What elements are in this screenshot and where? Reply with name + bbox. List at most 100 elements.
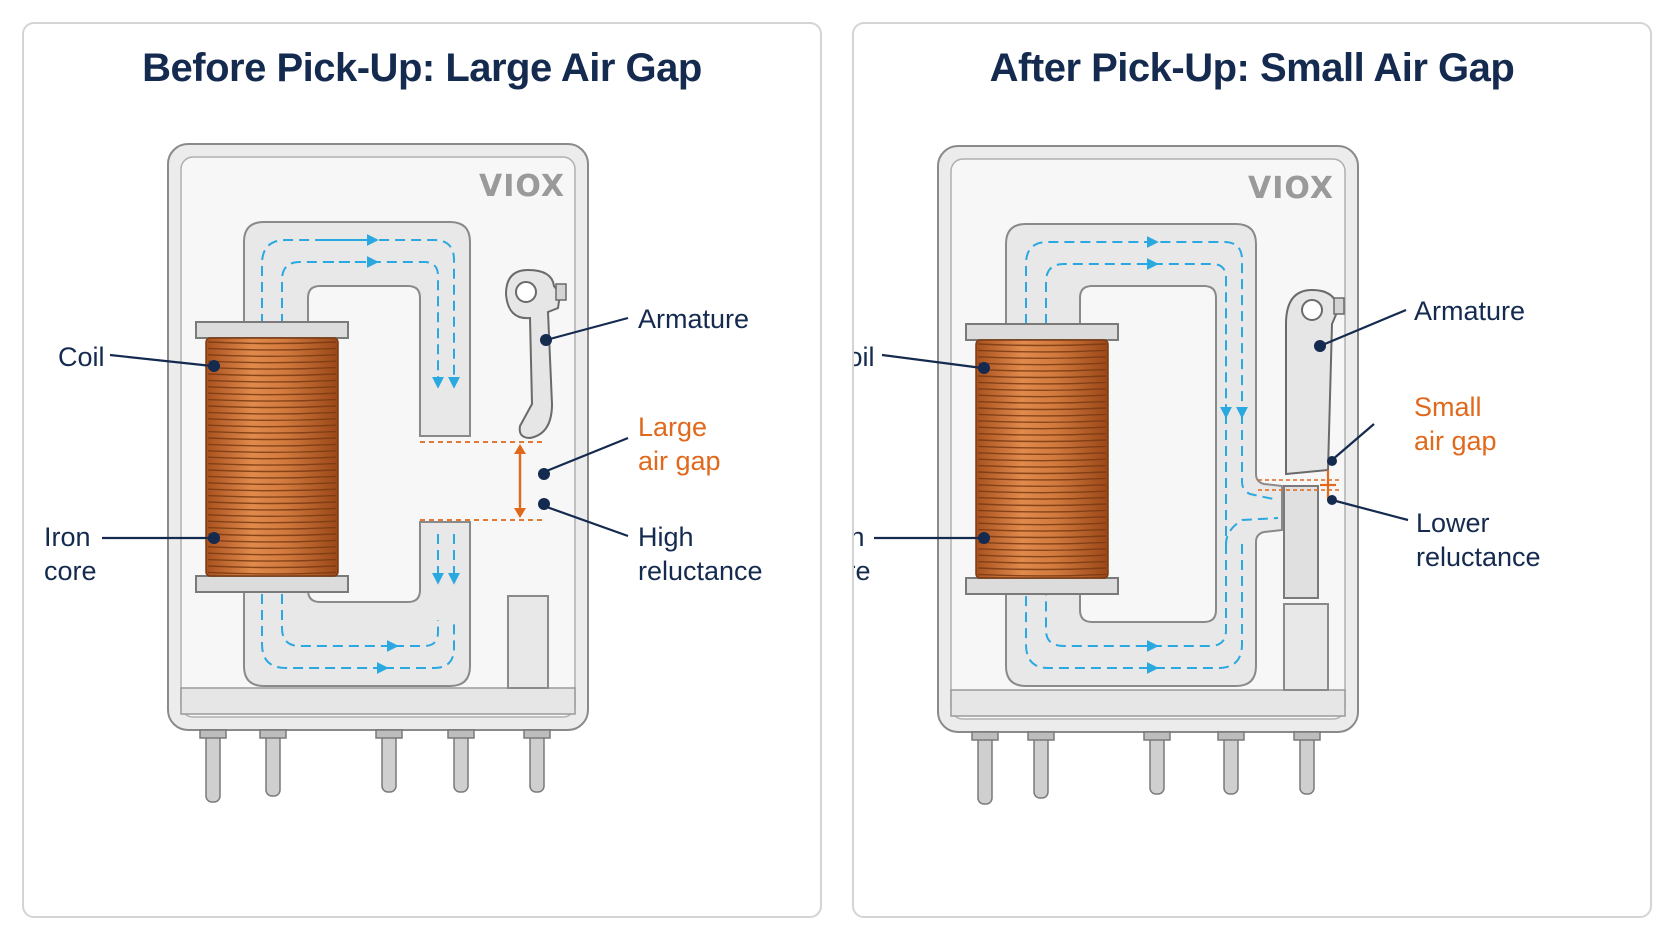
leader-dots <box>208 334 552 544</box>
label-iron-core-line2: core <box>854 556 871 586</box>
coil-winding <box>977 439 1107 443</box>
coil-winding <box>977 362 1107 366</box>
coil-winding <box>977 343 1107 347</box>
coil-winding <box>977 464 1107 468</box>
coil-winding <box>977 407 1107 411</box>
coil-winding <box>207 469 337 473</box>
air-gap-indicator <box>420 441 544 521</box>
coil-winding <box>977 432 1107 436</box>
coil-winding <box>977 375 1107 379</box>
coil-winding <box>977 471 1107 475</box>
coil-winding <box>207 482 337 485</box>
panel-title: After Pick-Up: Small Air Gap <box>989 46 1515 90</box>
relay-pins <box>971 731 1321 805</box>
coil-winding <box>977 535 1107 539</box>
coil-winding <box>207 488 337 492</box>
coil-winding <box>977 528 1107 532</box>
coil-winding <box>207 430 337 434</box>
coil-winding <box>977 381 1107 385</box>
coil-winding <box>207 494 337 498</box>
label-gap-line1: Small <box>1414 392 1482 422</box>
coil-winding <box>207 398 337 402</box>
coil-winding <box>207 552 337 556</box>
coil-winding <box>207 539 337 543</box>
leader-lines <box>874 308 1409 540</box>
coil-winding <box>977 503 1107 507</box>
coil-winding <box>977 490 1107 494</box>
label-armature: Armature <box>638 304 749 334</box>
coil-winding <box>977 554 1107 558</box>
coil-winding <box>207 514 337 517</box>
label-armature: Armature <box>1414 296 1525 326</box>
armature <box>504 268 567 440</box>
coil-winding <box>207 424 337 428</box>
coil-winding <box>977 509 1107 513</box>
coil-winding <box>977 522 1107 526</box>
coil-winding <box>977 400 1107 404</box>
magnetic-flux-lines <box>1025 241 1279 669</box>
coil-winding <box>977 445 1107 449</box>
coil-winding <box>207 533 337 537</box>
coil-winding <box>207 347 337 351</box>
coil-winding <box>977 567 1107 571</box>
coil-winding <box>207 443 337 447</box>
coil-winding <box>977 413 1107 417</box>
coil-winding <box>207 418 337 421</box>
coil-winding <box>977 388 1107 391</box>
flux-arrows <box>324 234 455 669</box>
coil-winding <box>207 437 337 441</box>
coil <box>195 321 349 593</box>
coil-winding <box>977 349 1107 353</box>
coil-winding <box>207 526 337 530</box>
coil-winding <box>207 558 337 562</box>
coil-winding <box>207 501 337 505</box>
coil <box>965 323 1119 595</box>
relay-pins <box>199 729 551 803</box>
panel-title: Before Pick-Up: Large Air Gap <box>142 46 702 90</box>
label-reluctance-line1: High <box>638 522 694 552</box>
air-gap-indicator <box>1258 470 1340 500</box>
coil-winding <box>977 458 1107 462</box>
coil-winding <box>977 516 1107 519</box>
relay-diagram-before: VIOX <box>44 143 763 803</box>
label-coil: Coil <box>854 342 875 372</box>
coil-winding <box>977 541 1107 545</box>
panel-before-pickup: Before Pick-Up: Large Air Gap VIOX <box>22 22 822 918</box>
coil-winding <box>977 573 1107 577</box>
coil-winding <box>207 379 337 383</box>
label-gap-line1: Large <box>638 412 707 442</box>
coil-winding <box>207 520 337 524</box>
coil-winding <box>207 546 337 549</box>
coil-winding <box>207 507 337 511</box>
label-iron-core-line2: core <box>44 556 97 586</box>
label-iron-core-line1: Iron <box>854 522 865 552</box>
coil-winding <box>977 368 1107 372</box>
coil-winding <box>977 560 1107 564</box>
coil-winding <box>207 341 337 345</box>
label-iron-core-line1: Iron <box>44 522 91 552</box>
coil-winding <box>977 496 1107 500</box>
coil-winding <box>207 386 337 389</box>
coil-winding <box>977 484 1107 487</box>
coil-winding <box>207 450 337 453</box>
label-coil: Coil <box>58 342 105 372</box>
label-gap-line2: air gap <box>1414 426 1497 456</box>
coil-winding <box>977 452 1107 455</box>
label-reluctance-line2: reluctance <box>1416 542 1541 572</box>
coil-winding <box>207 366 337 370</box>
armature <box>1283 288 1345 691</box>
coil-winding <box>207 373 337 377</box>
coil-winding <box>207 571 337 575</box>
coil-winding <box>207 565 337 569</box>
label-gap-line2: air gap <box>638 446 721 476</box>
panel-after-pickup: After Pick-Up: Small Air Gap VIOX <box>852 22 1652 918</box>
coil-winding <box>977 477 1107 481</box>
coil-winding <box>977 426 1107 430</box>
coil-winding <box>207 360 337 364</box>
coil-winding <box>207 456 337 460</box>
brand-logo: VIOX <box>479 169 565 204</box>
coil-winding <box>207 354 337 357</box>
coil-winding <box>207 405 337 409</box>
coil-winding <box>207 411 337 415</box>
leader-dots <box>978 340 1337 544</box>
